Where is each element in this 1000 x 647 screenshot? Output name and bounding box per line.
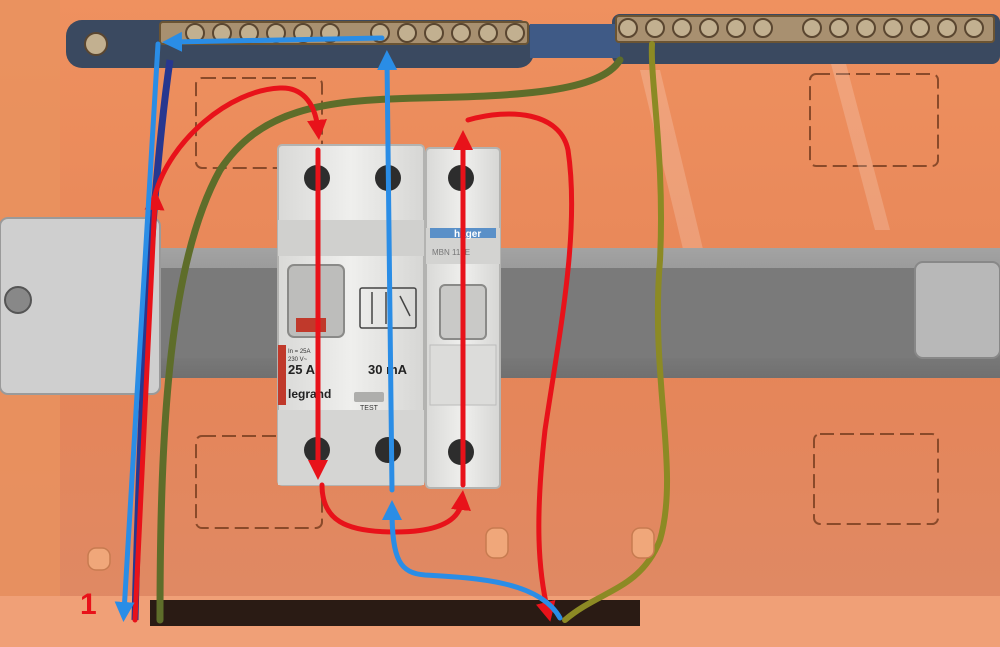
neutral-rcd-up-arrow	[377, 50, 398, 493]
neutral-return-arrow	[382, 500, 563, 621]
rcd-label-stripe	[278, 345, 286, 405]
marker-number-label: 1	[80, 588, 97, 621]
earth-wires	[156, 41, 670, 624]
rcd-spec-line-2: 230 V~	[288, 357, 308, 363]
live-incoming-arrow	[132, 190, 165, 623]
live-to-rcd-arrow	[152, 85, 327, 198]
breaker-brand-label: hager	[454, 229, 481, 240]
rcd-test-label: TEST	[360, 405, 379, 412]
rcd-test-button[interactable]	[354, 392, 384, 402]
rcd-terminal-bottom-right	[375, 437, 401, 463]
rcd-device: In = 25A 230 V~ 25 A 30 mA TEST legrand	[277, 144, 425, 486]
rcd-spec-line-1: In = 25A	[288, 349, 311, 355]
din-rail-clip-right	[914, 261, 1000, 359]
rcd-toggle-indicator	[296, 318, 326, 332]
neutral-busbar-arrow	[162, 31, 385, 52]
mounting-pegs	[87, 527, 655, 571]
rcd-sensitivity-label: 30 mA	[368, 362, 408, 377]
neutral-down-arrow	[114, 41, 161, 622]
din-rail-clip-left	[0, 217, 161, 395]
rcd-brand-logo: legrand	[288, 387, 331, 401]
neutral-path-arrows	[114, 31, 563, 622]
terminal-screws	[84, 18, 984, 56]
din-rail-clip-screw	[4, 286, 32, 314]
live-outgoing-arrow	[465, 111, 575, 622]
rcd-rating-label: 25 A	[288, 362, 316, 377]
breaker-model-label: MBN 116E	[432, 248, 470, 257]
busbar-connector	[530, 24, 620, 58]
